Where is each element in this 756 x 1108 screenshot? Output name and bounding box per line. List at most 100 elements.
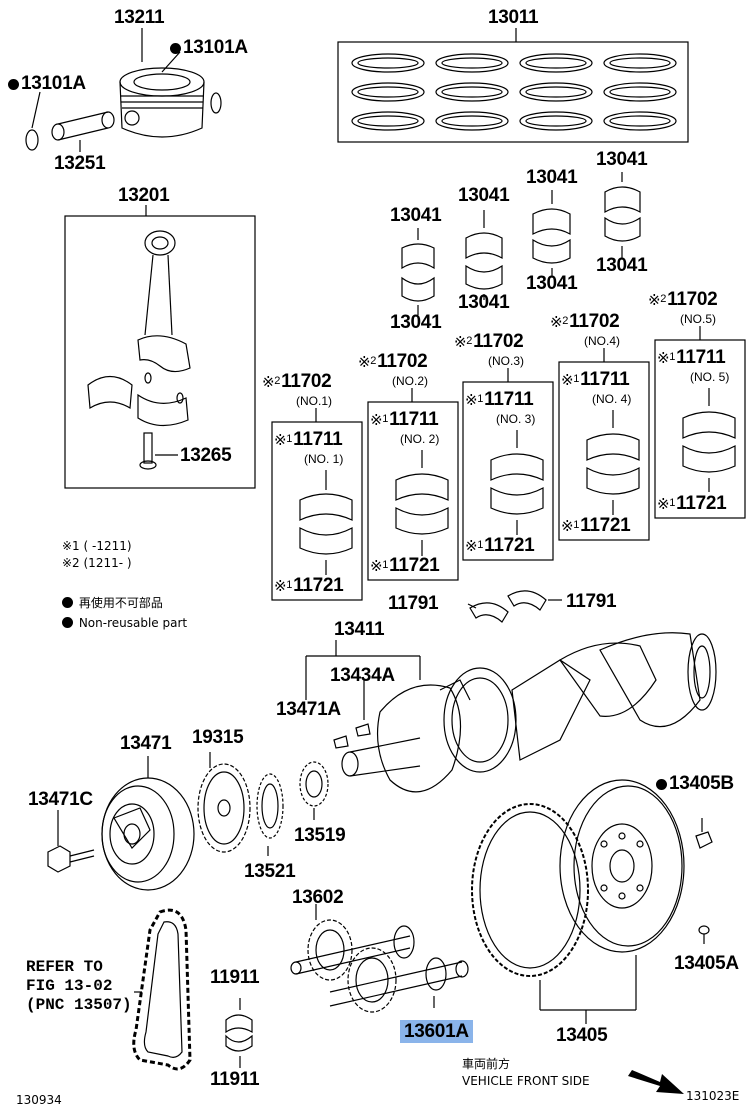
label-13201[interactable]: 13201 (118, 185, 170, 206)
label-13041-h[interactable]: 13041 (596, 255, 648, 276)
label-13251[interactable]: 13251 (54, 153, 106, 174)
label-13434A[interactable]: 13434A (330, 665, 395, 686)
label-no4-outer: (NO.4) (584, 334, 620, 348)
pulley-bolt-drawing (47, 810, 95, 873)
label-13471C[interactable]: 13471C (28, 789, 93, 810)
label-11911-bottom[interactable]: 11911 (210, 1069, 260, 1090)
label-no1-outer: (NO.1) (296, 394, 332, 408)
connecting-rod-box (64, 215, 256, 489)
crank-pulley-drawing (101, 756, 195, 891)
label-13041-e[interactable]: 13041 (526, 167, 578, 188)
label-13011[interactable]: 13011 (488, 7, 539, 28)
label-11721-no3[interactable]: ※111721 (465, 535, 535, 556)
direction-en: VEHICLE FRONT SIDE (462, 1074, 590, 1088)
rod-bolt-drawing (139, 432, 178, 470)
label-11711-no3[interactable]: ※111711 (465, 389, 534, 410)
label-13405[interactable]: 13405 (556, 1025, 608, 1046)
label-13101A-left[interactable]: 13101A (8, 74, 86, 93)
label-13519[interactable]: 13519 (294, 825, 346, 846)
label-13041-d[interactable]: 13041 (458, 292, 510, 313)
note-range-1: ※1 ( -1211) (62, 539, 132, 553)
label-11791-right[interactable]: 11791 (566, 591, 617, 612)
ring-gear-drawing (471, 803, 589, 977)
label-no3-inner: (NO. 3) (496, 412, 536, 426)
piston-pin-drawing (51, 111, 115, 141)
conrod-bearings (401, 172, 641, 315)
filled-circle-icon (170, 43, 181, 54)
label-11711-no4[interactable]: ※111711 (561, 369, 630, 390)
sprocket-13519 (299, 761, 329, 820)
label-11911-top[interactable]: 11911 (210, 967, 260, 988)
main-bearing-box-no2 (367, 401, 459, 581)
label-11721-no4[interactable]: ※111721 (561, 515, 631, 536)
crankshaft-drawing (305, 632, 717, 793)
label-no2-outer: (NO.2) (392, 374, 428, 388)
filled-circle-icon (62, 597, 73, 608)
label-13265[interactable]: 13265 (180, 445, 232, 466)
piston-ring-set-box (337, 41, 689, 143)
label-11711-no2[interactable]: ※111711 (370, 409, 439, 430)
note-range-2: ※2 (1211- ) (62, 556, 132, 570)
label-11721-no2[interactable]: ※111721 (370, 555, 440, 576)
label-13041-c[interactable]: 13041 (458, 185, 510, 206)
label-11721-no1[interactable]: ※111721 (274, 575, 344, 596)
label-13041-g[interactable]: 13041 (596, 149, 648, 170)
label-no2-inner: (NO. 2) (400, 432, 440, 446)
piston-ring-sets (351, 53, 677, 131)
connecting-rod-drawing (87, 230, 191, 427)
main-bearing-box-no1 (271, 421, 363, 601)
label-13471A[interactable]: 13471A (276, 699, 341, 720)
label-13405B[interactable]: 13405B (656, 774, 734, 793)
sprocket-19315 (197, 752, 251, 853)
filled-circle-icon (8, 79, 19, 90)
label-11721-no5[interactable]: ※111721 (657, 493, 727, 514)
label-11702-no3[interactable]: ※211702 (454, 331, 524, 352)
label-13405A[interactable]: 13405A (674, 953, 739, 974)
balance-shaft-gears (290, 904, 469, 1013)
label-no1-inner: (NO. 1) (304, 452, 344, 466)
figure-code-right: 131023E (686, 1089, 740, 1103)
label-11791-left[interactable]: 11791 (388, 593, 439, 614)
thrust-washer-right (507, 590, 547, 611)
label-11711-no5[interactable]: ※111711 (657, 347, 726, 368)
label-11702-no4[interactable]: ※211702 (550, 311, 620, 332)
legend-non-reusable-en: Non-reusable part (62, 617, 187, 629)
label-13041-f[interactable]: 13041 (526, 273, 578, 294)
label-11702-no2[interactable]: ※211702 (358, 351, 428, 372)
sprocket-13521 (256, 773, 284, 856)
label-no5-inner: (NO. 5) (690, 370, 730, 384)
flywheel-drawing (559, 779, 685, 953)
label-13041-a[interactable]: 13041 (390, 205, 442, 226)
label-11711-no1[interactable]: ※111711 (274, 429, 343, 450)
label-13521[interactable]: 13521 (244, 861, 296, 882)
flywheel-bolt-drawing (695, 831, 713, 849)
label-13211[interactable]: 13211 (114, 7, 165, 28)
piston-drawing (119, 67, 205, 138)
label-no5-outer: (NO.5) (680, 312, 716, 326)
thrust-washer-left (469, 602, 509, 623)
label-19315[interactable]: 19315 (192, 727, 244, 748)
label-11702-no5[interactable]: ※211702 (648, 289, 718, 310)
label-13602[interactable]: 13602 (292, 887, 344, 908)
arrow-down-right-icon (628, 1070, 684, 1094)
bearing-11911-upper (225, 1014, 253, 1034)
label-13411[interactable]: 13411 (334, 619, 385, 640)
main-bearing-shells (299, 388, 736, 575)
label-13101A-right[interactable]: 13101A (170, 38, 248, 57)
label-13601A-highlighted[interactable]: 13601A (400, 1020, 473, 1043)
label-no3-outer: (NO.3) (488, 354, 524, 368)
direction-jp: 車両前方 (462, 1057, 511, 1071)
figure-code-left: 130934 (16, 1093, 62, 1107)
label-13471[interactable]: 13471 (120, 733, 172, 754)
woodruff-key-b (355, 723, 371, 737)
timing-chain-drawing (132, 908, 192, 1071)
bearing-11911-lower (225, 1034, 253, 1052)
filled-circle-icon (656, 779, 667, 790)
label-11702-no1[interactable]: ※211702 (262, 371, 332, 392)
legend-non-reusable-jp: 再使用不可部品 (62, 597, 163, 609)
label-13041-b[interactable]: 13041 (390, 312, 442, 333)
label-no4-inner: (NO. 4) (592, 392, 632, 406)
